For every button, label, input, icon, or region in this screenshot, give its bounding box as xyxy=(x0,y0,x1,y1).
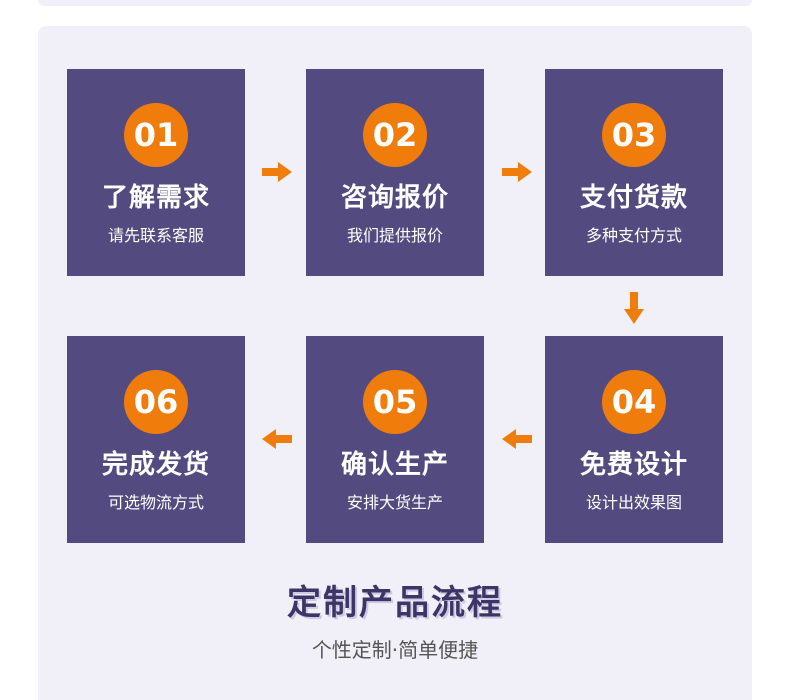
step-subtitle: 安排大货生产 xyxy=(346,493,443,512)
arrow-left-icon xyxy=(502,429,532,449)
arrow-right-icon xyxy=(502,162,532,182)
step-title: 确认生产 xyxy=(340,450,449,480)
step-subtitle: 请先联系客服 xyxy=(107,226,204,245)
step-number-badge: 03 xyxy=(602,103,666,167)
step-number-badge: 02 xyxy=(363,103,427,167)
arrow-left-icon xyxy=(262,429,292,449)
step-subtitle: 可选物流方式 xyxy=(107,493,204,512)
step-card-06: 06 完成发货 可选物流方式 xyxy=(67,336,245,543)
step-number-badge: 01 xyxy=(124,103,188,167)
step-card-05: 05 确认生产 安排大货生产 xyxy=(306,336,484,543)
step-title: 免费设计 xyxy=(579,450,688,480)
step-title: 支付货款 xyxy=(579,183,688,213)
step-number-badge: 06 xyxy=(124,370,188,434)
step-title: 完成发货 xyxy=(101,450,210,480)
step-subtitle: 设计出效果图 xyxy=(585,493,682,512)
step-subtitle: 多种支付方式 xyxy=(585,226,682,245)
step-card-01: 01 了解需求 请先联系客服 xyxy=(67,69,245,276)
step-title: 咨询报价 xyxy=(340,183,449,213)
step-number-badge: 05 xyxy=(363,370,427,434)
section-subtitle: 个性定制·简单便捷 xyxy=(311,638,479,662)
arrow-right-icon xyxy=(262,162,292,182)
step-card-04: 04 免费设计 设计出效果图 xyxy=(545,336,723,543)
arrow-down-icon xyxy=(624,292,644,324)
step-card-02: 02 咨询报价 我们提供报价 xyxy=(306,69,484,276)
top-divider xyxy=(38,0,752,6)
step-card-03: 03 支付货款 多种支付方式 xyxy=(545,69,723,276)
step-number-badge: 04 xyxy=(602,370,666,434)
step-title: 了解需求 xyxy=(101,183,210,213)
section-title: 定制产品流程 xyxy=(287,583,503,623)
step-subtitle: 我们提供报价 xyxy=(346,226,443,245)
